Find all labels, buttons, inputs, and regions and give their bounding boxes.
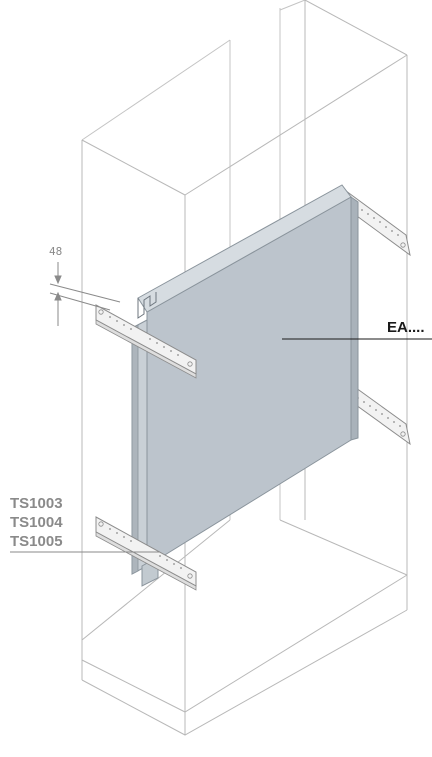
dimension-label: 48 bbox=[49, 245, 63, 258]
rail-part-label-ts1005: TS1005 bbox=[10, 533, 63, 550]
mounting-plate bbox=[131, 184, 359, 587]
plate-part-label: EA.... bbox=[387, 319, 425, 336]
rail-part-label-ts1003: TS1003 bbox=[10, 495, 63, 512]
rail-upper-left bbox=[95, 304, 197, 379]
dimension-marker bbox=[49, 262, 121, 326]
rail-part-label-ts1004: TS1004 bbox=[10, 514, 63, 531]
